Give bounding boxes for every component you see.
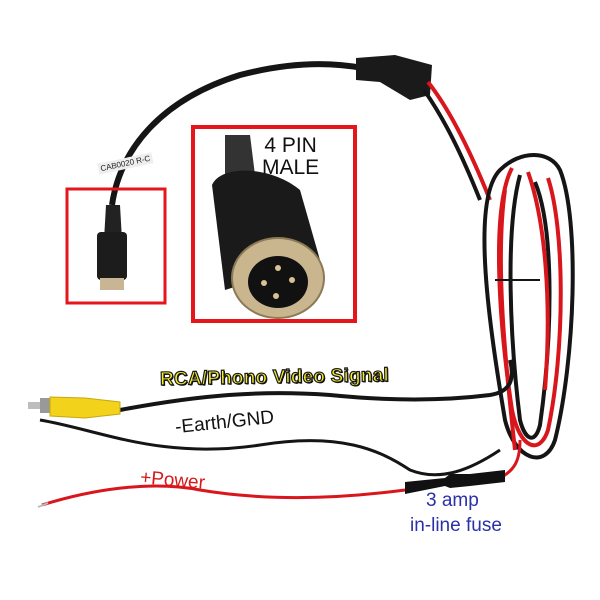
gender-text: MALE bbox=[262, 156, 320, 179]
splitter-block bbox=[356, 55, 432, 100]
fuse-holder bbox=[405, 470, 505, 494]
power-cable bbox=[41, 484, 406, 507]
earth-cable bbox=[39, 418, 501, 477]
rca-signal-label: RCA/Phono Video Signal bbox=[159, 364, 390, 390]
male-connector-detail bbox=[212, 135, 325, 319]
pin-count-text: 4 PIN bbox=[264, 134, 317, 157]
fuse-rating-label: 3 amp bbox=[426, 490, 479, 511]
connector-highlight-box bbox=[65, 187, 167, 305]
wire-coil bbox=[482, 153, 575, 460]
connector-type-label: 4 PIN MALE bbox=[262, 135, 319, 179]
fuse-type-label: in-line fuse bbox=[410, 515, 502, 536]
rca-cable bbox=[119, 359, 514, 412]
wire-tip bbox=[37, 502, 49, 508]
rca-plug bbox=[28, 396, 121, 419]
red-wire-upper bbox=[426, 80, 492, 201]
female-connector bbox=[97, 205, 127, 290]
black-wire-upper bbox=[422, 88, 482, 201]
